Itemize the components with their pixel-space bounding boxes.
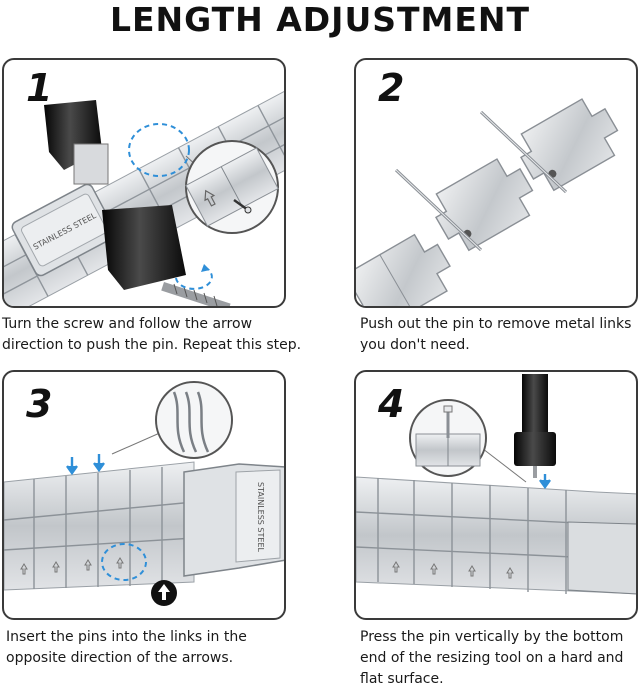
step-1-number: 1 xyxy=(26,66,53,110)
step-2-caption-line-2: you don't need. xyxy=(360,337,470,353)
step-4-caption: Press the pin vertically by the bottom e… xyxy=(360,627,623,687)
step-3-caption-line-2: opposite direction of the arrows. xyxy=(6,650,234,666)
step-4-caption-line-3: flat surface. xyxy=(360,671,444,687)
clasp-engraving: STAINLESS STEEL xyxy=(256,482,265,552)
step-2-caption: Push out the pin to remove metal links y… xyxy=(360,314,631,356)
step-4-caption-line-2: end of the resizing tool on a hard and xyxy=(360,650,624,666)
step-2-illustration xyxy=(356,98,619,306)
step-4-number: 4 xyxy=(378,382,405,426)
step-1-illustration: STAINLESS STEEL xyxy=(4,78,284,306)
step-3-caption-line-1: Insert the pins into the links in the xyxy=(6,629,247,645)
step-1-caption: Turn the screw and follow the arrow dire… xyxy=(2,314,301,356)
step-4-panel: 4 xyxy=(354,370,638,620)
step-1-caption-line-1: Turn the screw and follow the arrow xyxy=(2,316,253,332)
step-3-caption: Insert the pins into the links in the op… xyxy=(6,627,247,669)
step-1-caption-line-2: direction to push the pin. Repeat this s… xyxy=(2,337,302,353)
step-2-number: 2 xyxy=(378,66,405,110)
step-4-illustration xyxy=(356,374,636,595)
step-2-panel: 2 xyxy=(354,58,638,308)
step-1-panel: STAINLESS STEEL 1 xyxy=(2,58,286,308)
page-title: LENGTH ADJUSTMENT xyxy=(109,0,531,39)
step-3-number: 3 xyxy=(26,382,53,426)
step-3-panel: STAINLESS STEEL 3 xyxy=(2,370,286,620)
step-3-illustration: STAINLESS STEEL xyxy=(4,381,284,606)
step-4-caption-line-1: Press the pin vertically by the bottom xyxy=(360,629,624,645)
step-2-caption-line-1: Push out the pin to remove metal links xyxy=(360,316,632,332)
